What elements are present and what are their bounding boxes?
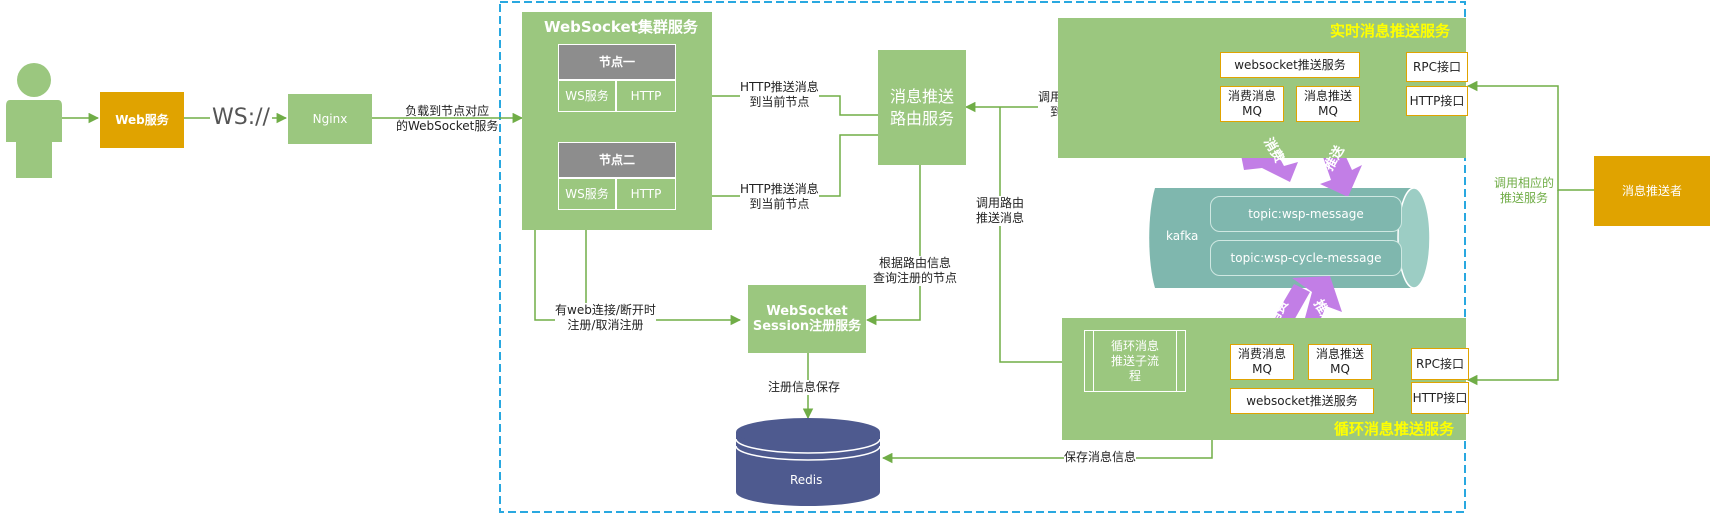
realtime-ws-service: websocket推送服务 [1220, 52, 1360, 78]
router-line2: 路由服务 [889, 108, 954, 128]
http-push-2-line1: HTTP推送消息 [740, 182, 819, 196]
system-boundary [499, 1, 1466, 513]
node2-ws: WS服务 [558, 178, 616, 210]
cycle-consume-line1: 消费消息 [1237, 347, 1286, 361]
route-lookup-label: 根据路由信息 查询注册的节点 [873, 256, 958, 286]
pusher-call-line2: 推送服务 [1500, 191, 1549, 205]
realtime-http: HTTP接口 [1406, 86, 1468, 116]
cycle-push-line2: MQ [1330, 362, 1350, 376]
redis-cylinder [735, 418, 881, 506]
cycle-subflow-line3: 程 [1128, 368, 1141, 383]
router-box: 消息推送 路由服务 [878, 50, 966, 165]
nginx-route-line2: 的WebSocket服务 [396, 119, 499, 133]
session-line1: WebSocket [766, 304, 848, 319]
cycle-push-line1: 消息推送 [1315, 347, 1364, 361]
subflow-left-bar [1093, 331, 1094, 391]
node1-ws-label: WS服务 [565, 88, 609, 103]
cycle-ws-service: websocket推送服务 [1230, 388, 1374, 414]
redis-label: Redis [790, 473, 823, 487]
http-push-label-1: HTTP推送消息 到当前节点 [740, 80, 819, 110]
route-lookup-line2: 查询注册的节点 [873, 271, 958, 285]
nginx-route-line1: 负载到节点对应 [405, 104, 490, 118]
session-line2: Session注册服务 [752, 319, 862, 334]
node1-http-label: HTTP [630, 88, 662, 103]
kafka-label: kafka [1166, 229, 1199, 243]
edge-cycle-router [999, 107, 1084, 363]
session-service-box: WebSocket Session注册服务 [748, 285, 866, 353]
nginx-box: Nginx [288, 94, 372, 144]
cycle-consume-mq: 消费消息 MQ [1230, 344, 1294, 380]
cluster-title: WebSocket集群服务 [544, 18, 698, 36]
realtime-ws-service-label: websocket推送服务 [1234, 57, 1346, 72]
register-line1: 有web连接/断开时 [555, 303, 656, 317]
node1-ws: WS服务 [558, 80, 616, 112]
realtime-consume-line2: MQ [1242, 104, 1262, 118]
realtime-push-mq: 消息推送 MQ [1296, 86, 1360, 122]
call-route-line2: 推送消息 [976, 211, 1025, 225]
cycle-rpc: RPC接口 [1411, 348, 1469, 380]
edge-pusher-cycle [1466, 190, 1559, 386]
node2-title: 节点二 [598, 152, 635, 167]
router-line1: 消息推送 [889, 86, 954, 106]
realtime-title: 实时消息推送服务 [1330, 22, 1451, 40]
pusher-box: 消息推送者 [1594, 156, 1710, 226]
node1-http: HTTP [616, 80, 676, 112]
subflow-right-bar [1176, 331, 1177, 391]
pusher-label: 消息推送者 [1621, 183, 1682, 198]
cycle-http-label: HTTP接口 [1412, 390, 1468, 405]
node2-ws-label: WS服务 [565, 186, 609, 201]
edge-router-session [865, 165, 921, 326]
web-service-label: Web服务 [115, 112, 169, 127]
http-push-label-2: HTTP推送消息 到当前节点 [740, 182, 819, 212]
cycle-rpc-label: RPC接口 [1416, 356, 1464, 371]
nginx-route-label: 负载到节点对应 的WebSocket服务 [396, 104, 498, 134]
http-push-1-line1: HTTP推送消息 [740, 80, 819, 94]
cycle-subflow-line2: 推送子流 [1110, 353, 1159, 368]
person-icon [6, 63, 62, 178]
call-route-line1: 调用路由 [976, 196, 1025, 210]
cycle-subflow-line1: 循环消息 [1110, 338, 1159, 353]
pusher-call-label: 调用相应的 推送服务 [1494, 176, 1555, 206]
save-label: 注册信息保存 [768, 380, 841, 395]
topic-wsp-message: topic:wsp-message [1210, 196, 1402, 232]
node2-header: 节点二 [558, 142, 676, 178]
cycle-ws-service-label: websocket推送服务 [1246, 393, 1358, 408]
realtime-rpc: RPC接口 [1406, 52, 1468, 82]
register-label: 有web连接/断开时 注册/取消注册 [555, 303, 656, 333]
cycle-http: HTTP接口 [1411, 382, 1469, 414]
save-msg-label: 保存消息信息 [1064, 450, 1137, 465]
cycle-subflow-box: 循环消息 推送子流 程 [1084, 330, 1186, 392]
topic-wsp-cycle-message: topic:wsp-cycle-message [1210, 240, 1402, 276]
node1-header: 节点一 [558, 44, 676, 80]
call-route-label: 调用路由 推送消息 [976, 196, 1025, 226]
node2-http: HTTP [616, 178, 676, 210]
cycle-title: 循环消息推送服务 [1334, 420, 1455, 438]
realtime-push-line2: MQ [1318, 104, 1338, 118]
topic-wsp-cycle-message-label: topic:wsp-cycle-message [1230, 251, 1382, 265]
realtime-consume-mq: 消费消息 MQ [1220, 86, 1284, 122]
http-push-1-line2: 到当前节点 [749, 95, 810, 109]
nginx-label: Nginx [312, 111, 348, 126]
register-line2: 注册/取消注册 [567, 318, 644, 332]
edge-pusher-realtime [1466, 80, 1594, 191]
realtime-http-label: HTTP接口 [1409, 93, 1465, 108]
cycle-consume-line2: MQ [1252, 362, 1272, 376]
pusher-call-line1: 调用相应的 [1494, 176, 1555, 190]
topic-wsp-message-label: topic:wsp-message [1248, 207, 1364, 221]
node2-http-label: HTTP [630, 186, 662, 201]
web-service-box: Web服务 [100, 92, 184, 148]
realtime-consume-line1: 消费消息 [1227, 89, 1276, 103]
route-lookup-line1: 根据路由信息 [879, 256, 952, 270]
realtime-push-line1: 消息推送 [1303, 89, 1352, 103]
realtime-rpc-label: RPC接口 [1413, 59, 1461, 74]
node1-title: 节点一 [598, 54, 635, 69]
cycle-push-mq: 消息推送 MQ [1308, 344, 1372, 380]
http-push-2-line2: 到当前节点 [749, 197, 810, 211]
ws-protocol-label: WS:// [212, 105, 270, 130]
